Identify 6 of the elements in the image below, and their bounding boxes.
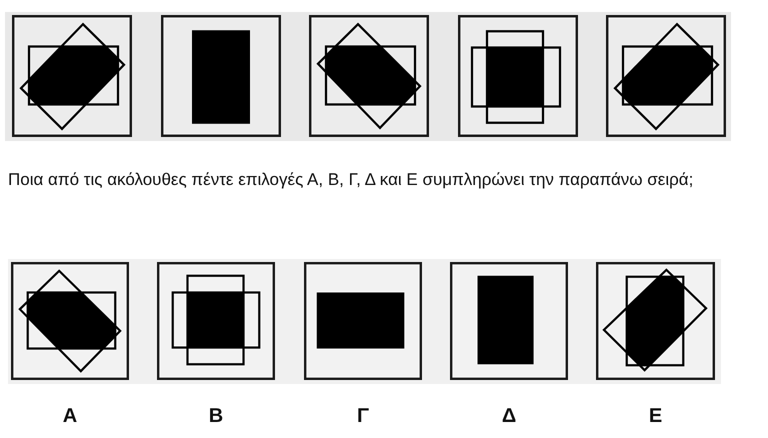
question-text: Ποια από τις ακόλουθες πέντε επιλογές Α, Β, Γ, Δ και Ε συμπληρώνει την παραπάνω σειρά; (8, 170, 694, 190)
option-letter: Γ (356, 404, 370, 428)
option-letter: Δ (500, 404, 518, 428)
option-letter: Α (62, 404, 78, 428)
option-letter: Β (208, 404, 224, 428)
option-letter: Ε (648, 404, 664, 428)
